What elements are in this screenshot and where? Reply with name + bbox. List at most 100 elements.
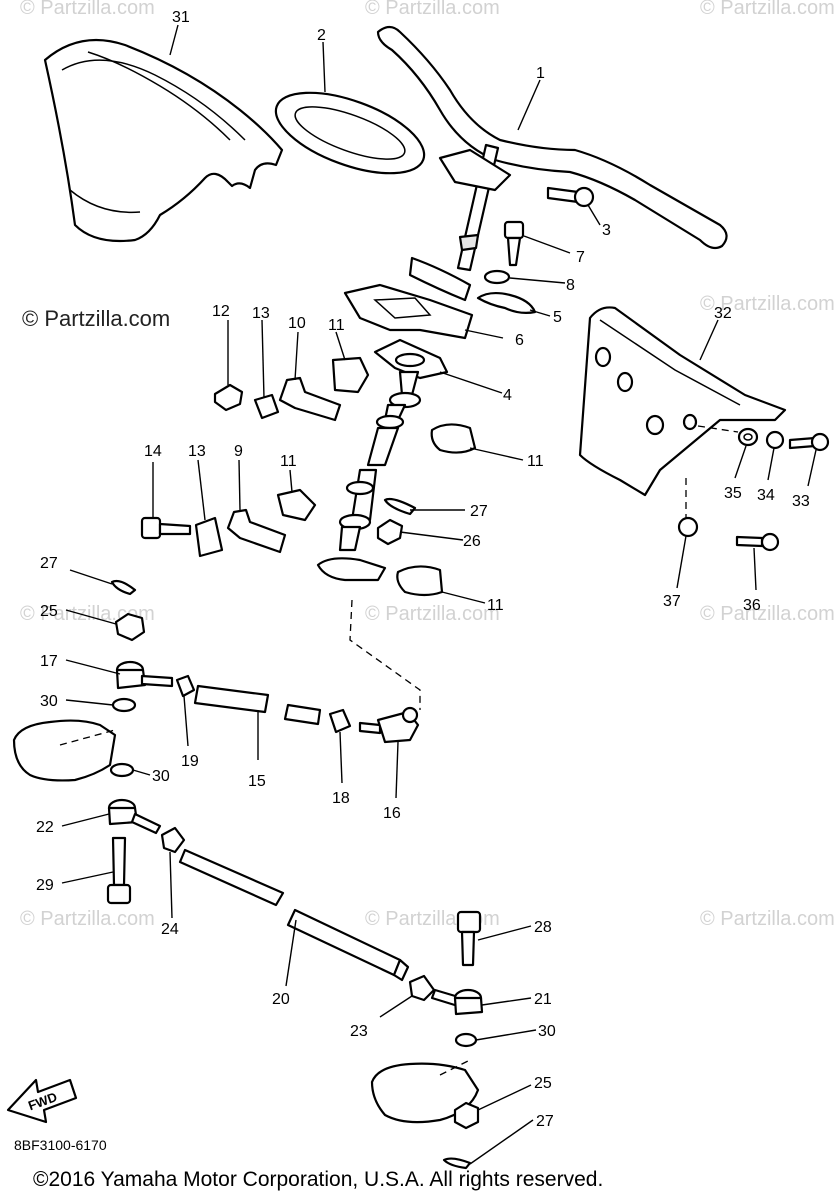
callout-9: 9 xyxy=(234,443,243,460)
part-25-nut-right[interactable] xyxy=(453,1101,480,1130)
part-2-pad[interactable] xyxy=(266,76,434,189)
part-11-rubber-left[interactable] xyxy=(276,488,317,522)
part-9-bracket[interactable] xyxy=(226,508,287,554)
part-13-plate-lower[interactable] xyxy=(194,516,224,558)
part-28-bolt[interactable] xyxy=(456,910,482,967)
part-24-nut[interactable] xyxy=(160,826,186,854)
lever-left xyxy=(12,719,117,782)
part-10-bracket[interactable] xyxy=(278,376,342,422)
watermark-primary: © Partzilla.com xyxy=(22,306,170,331)
part-12-nut[interactable] xyxy=(213,383,244,412)
part-22-joint[interactable] xyxy=(107,798,162,835)
callout-36: 36 xyxy=(743,597,761,614)
part-27-pin-right[interactable] xyxy=(442,1157,472,1170)
callout-11: 11 xyxy=(527,453,544,470)
callout-3: 3 xyxy=(602,222,611,239)
callout-28: 28 xyxy=(534,919,552,936)
watermark-text: © Partzilla.com xyxy=(365,603,500,625)
part-32-panel[interactable] xyxy=(578,306,787,497)
part-14-bolt[interactable] xyxy=(140,516,192,540)
callout-11: 11 xyxy=(328,317,345,334)
part-19-nut[interactable] xyxy=(175,674,196,698)
diagram-code: 8BF3100-6170 xyxy=(14,1137,107,1153)
callout-10: 10 xyxy=(288,315,306,332)
part-35-washer[interactable] xyxy=(737,427,759,447)
part-5-clamp[interactable] xyxy=(476,291,537,314)
part-18-nut[interactable] xyxy=(328,708,352,734)
part-7-bolt[interactable] xyxy=(503,220,525,267)
part-11-rubber-lower[interactable] xyxy=(396,565,444,597)
watermark-text: © Partzilla.com xyxy=(365,0,500,19)
callout-22: 22 xyxy=(36,819,54,836)
part-11-rubber-upper[interactable] xyxy=(331,356,370,394)
callout-26: 26 xyxy=(463,533,481,550)
part-27-pin-left[interactable] xyxy=(110,579,137,596)
part-3-bolt[interactable] xyxy=(546,186,595,208)
part-33-bolt[interactable] xyxy=(788,432,830,452)
part-23-nut[interactable] xyxy=(408,974,436,1002)
watermark-text: © Partzilla.com xyxy=(700,603,835,625)
assembly-line xyxy=(349,599,421,710)
callout-25: 25 xyxy=(534,1075,552,1092)
copyright-text: ©2016 Yamaha Motor Corporation, U.S.A. A… xyxy=(33,1168,603,1191)
callout-1: 1 xyxy=(536,65,545,82)
callout-7: 7 xyxy=(576,249,585,266)
part-1-handlebar[interactable] xyxy=(376,25,728,302)
callout-8: 8 xyxy=(566,277,575,294)
callout-27: 27 xyxy=(40,555,58,572)
watermark-text: © Partzilla.com xyxy=(700,908,835,930)
watermark-text: © Partzilla.com xyxy=(20,908,155,930)
callout-13: 13 xyxy=(188,443,206,460)
callout-11: 11 xyxy=(280,453,297,470)
assembly-line xyxy=(697,425,739,433)
part-31-cover[interactable] xyxy=(43,38,284,243)
callout-34: 34 xyxy=(757,487,775,504)
part-36-bolt[interactable] xyxy=(735,532,780,552)
callout-37: 37 xyxy=(663,593,681,610)
callout-30: 30 xyxy=(152,768,170,785)
callout-20: 20 xyxy=(272,991,290,1008)
callout-labels: 31 2 1 3 7 8 5 6 4 12 13 10 11 11 14 13 … xyxy=(36,9,810,1130)
part-27-pin-upper[interactable] xyxy=(383,497,417,516)
callout-25: 25 xyxy=(40,603,58,620)
callout-27: 27 xyxy=(536,1113,554,1130)
part-37-washer[interactable] xyxy=(677,516,699,538)
callout-33: 33 xyxy=(792,493,810,510)
part-4-column[interactable] xyxy=(366,338,449,467)
callout-30: 30 xyxy=(538,1023,556,1040)
part-13-plate-upper[interactable] xyxy=(253,393,280,420)
callout-29: 29 xyxy=(36,877,54,894)
part-29-bolt[interactable] xyxy=(106,836,132,905)
part-21-joint[interactable] xyxy=(430,988,484,1016)
part-8-washer[interactable] xyxy=(483,269,511,285)
callout-2: 2 xyxy=(317,27,326,44)
callout-6: 6 xyxy=(515,332,524,349)
callout-14: 14 xyxy=(144,443,162,460)
callout-32: 32 xyxy=(714,305,732,322)
part-30-washer-b[interactable] xyxy=(109,762,135,778)
watermark-text: © Partzilla.com xyxy=(700,293,835,315)
part-15-rod[interactable] xyxy=(193,684,322,726)
watermark-text: © Partzilla.com xyxy=(700,0,835,19)
callout-19: 19 xyxy=(181,753,199,770)
part-6-holder[interactable] xyxy=(343,283,474,340)
part-34-washer[interactable] xyxy=(765,430,785,450)
part-16-joint[interactable] xyxy=(358,706,420,744)
callout-16: 16 xyxy=(383,805,401,822)
part-17-joint[interactable] xyxy=(115,660,174,690)
callout-5: 5 xyxy=(553,309,562,326)
part-11-rubber-mid[interactable] xyxy=(430,423,477,454)
callout-30: 30 xyxy=(40,693,58,710)
lower-column xyxy=(316,468,387,582)
part-26-nut[interactable] xyxy=(376,518,404,546)
callout-13: 13 xyxy=(252,305,270,322)
fwd-arrow: FWD xyxy=(6,1078,78,1124)
part-25-nut-left[interactable] xyxy=(114,612,146,642)
callout-15: 15 xyxy=(248,773,266,790)
callout-27: 27 xyxy=(470,503,488,520)
part-20-rod[interactable] xyxy=(178,848,410,982)
callout-18: 18 xyxy=(332,790,350,807)
part-30-washer-c[interactable] xyxy=(454,1032,478,1048)
part-30-washer-a[interactable] xyxy=(111,697,137,713)
